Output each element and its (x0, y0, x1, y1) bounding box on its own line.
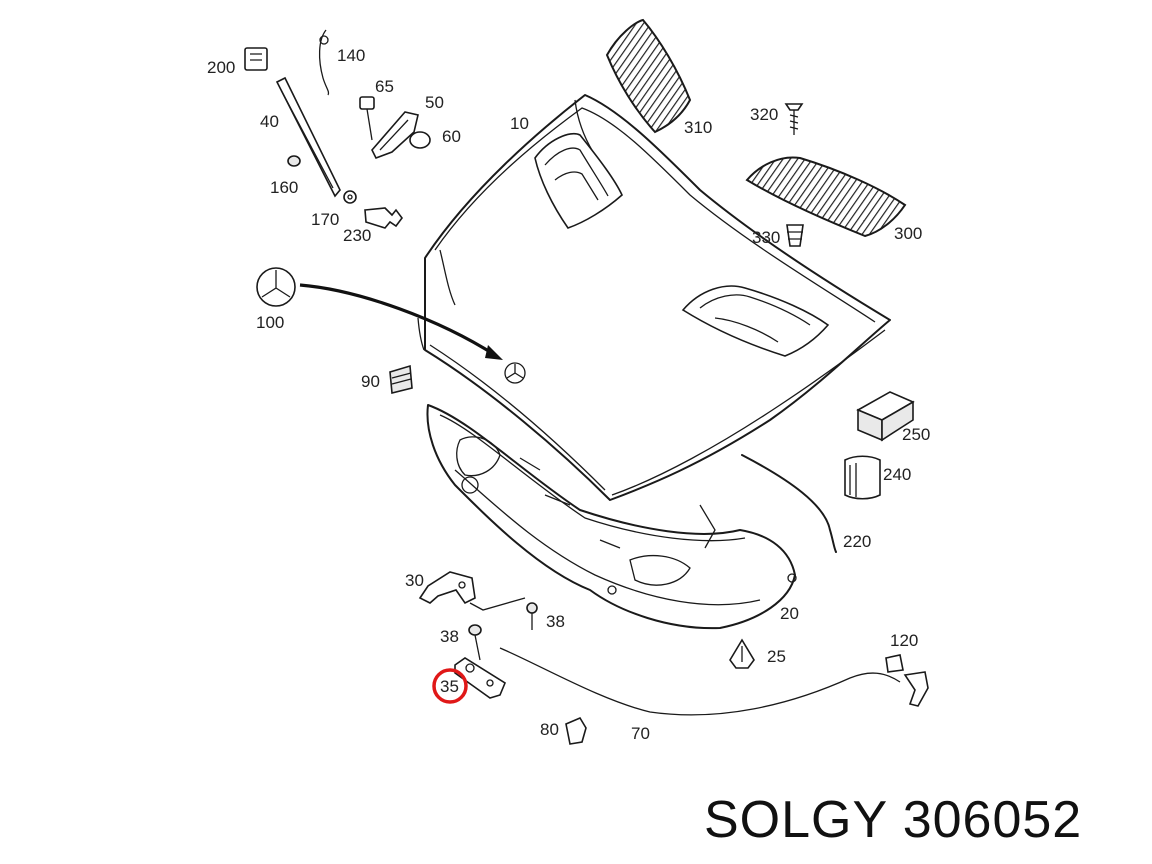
hood-panel (417, 94, 891, 501)
label-60: 60 (442, 127, 461, 146)
adhesive-tape-roll (844, 455, 881, 500)
label-70: 70 (631, 724, 650, 743)
label-100: 100 (256, 313, 284, 332)
label-50: 50 (425, 93, 444, 112)
left-grille-insert (605, 18, 692, 134)
label-240: 240 (883, 465, 911, 484)
label-120: 120 (890, 631, 918, 650)
label-320: 320 (750, 105, 778, 124)
bolt-38-lower (468, 624, 482, 661)
latch-bracket-30 (418, 571, 476, 605)
right-grille-insert (745, 156, 907, 238)
part-labels: 10 20 25 30 38 38 40 50 60 65 70 80 90 1… (207, 46, 930, 743)
label-220: 220 (843, 532, 871, 551)
latch-plate-35 (454, 657, 506, 699)
rubber-bump-stop (389, 364, 413, 395)
label-65: 65 (375, 77, 394, 96)
label-38-lower: 38 (440, 627, 459, 646)
hood-inner-frame (426, 404, 797, 630)
label-40: 40 (260, 112, 279, 131)
hood-seal-strip (741, 454, 837, 553)
highlight-circle (432, 668, 468, 704)
emblem-placement-arrow (299, 283, 496, 357)
part-caption: SOLGY 306052 (704, 791, 1083, 849)
label-20: 20 (780, 604, 799, 623)
hood-star-emblem-position (504, 362, 526, 384)
star-emblem (256, 267, 296, 307)
label-230: 230 (343, 226, 371, 245)
label-200: 200 (207, 58, 235, 77)
bolt-38-upper (526, 602, 538, 630)
label-250: 250 (902, 425, 930, 444)
screw-320 (784, 103, 804, 135)
label-25: 25 (767, 647, 786, 666)
clip-25 (729, 638, 755, 669)
label-140: 140 (337, 46, 365, 65)
label-300: 300 (894, 224, 922, 243)
label-330: 330 (752, 228, 780, 247)
label-90: 90 (361, 372, 380, 391)
release-handle (885, 654, 929, 707)
label-35: 35 (440, 677, 459, 696)
hood-hinge-assembly (244, 29, 431, 229)
label-30: 30 (405, 571, 424, 590)
foam-pad (856, 391, 915, 442)
clip-80 (565, 716, 587, 745)
label-80: 80 (540, 720, 559, 739)
highlighted-part-marker: 35 (432, 668, 468, 704)
label-160: 160 (270, 178, 298, 197)
hood-left-air-intake (534, 133, 623, 229)
label-38-upper: 38 (546, 612, 565, 631)
label-10: 10 (510, 114, 529, 133)
release-cable (499, 647, 901, 716)
hood-right-air-intake (681, 285, 830, 357)
label-310: 310 (684, 118, 712, 137)
clip-330 (786, 224, 804, 247)
arrow-head (485, 345, 503, 360)
label-170: 170 (311, 210, 339, 229)
leader-30-38 (469, 597, 526, 611)
